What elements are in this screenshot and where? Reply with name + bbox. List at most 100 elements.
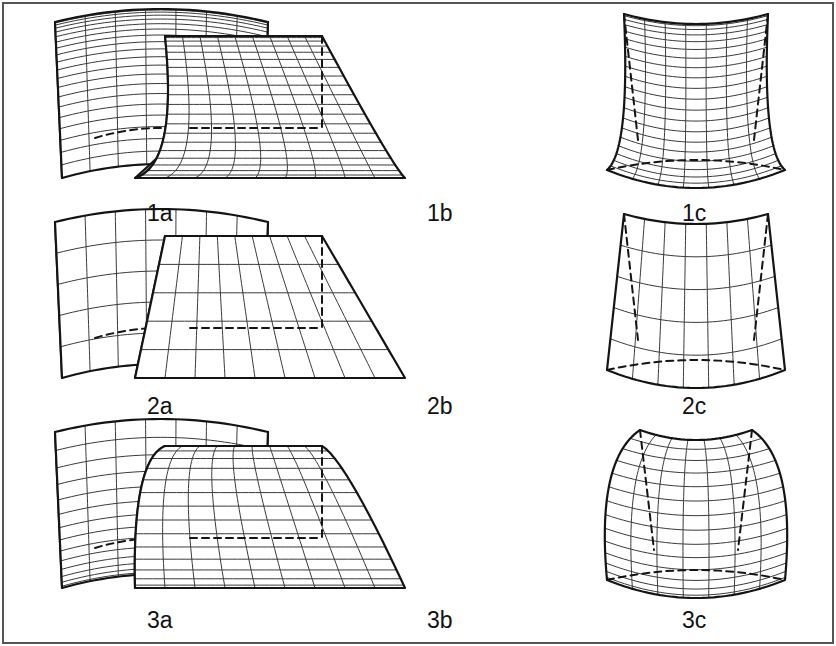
grid-line [165,41,324,42]
grid-line [165,236,182,378]
grid-line [135,559,392,560]
surface-fill [607,214,785,388]
grid-line [163,142,382,143]
grid-line [235,36,261,178]
grid-line [605,515,786,531]
shape-b [135,36,405,178]
grid-line [143,479,349,480]
grid-line [188,446,200,588]
grid-line [137,520,372,521]
grid-line [605,528,787,544]
grid-line [605,541,787,558]
panel-label-box: 3b [427,607,453,633]
panel-label: 2c [682,393,706,419]
grid-line [135,578,401,579]
grid-line [683,224,685,388]
shape-b [135,236,405,378]
grid-line [625,31,768,42]
grid-line [252,446,285,588]
figure-frame [3,3,833,643]
grid-line [270,446,315,588]
grid-line [138,506,364,507]
grid-line [625,47,767,58]
grid-line [624,25,767,35]
grid-line [152,164,395,165]
grid-line [683,24,686,188]
grid-line [623,118,769,132]
grid-line [622,128,770,142]
grid-line [160,150,386,151]
grid-line [147,321,372,322]
grid-line [287,446,345,588]
hidden-edge [738,430,752,550]
grid-line [158,450,328,451]
hidden-edge [607,360,785,370]
grid-line [163,446,183,588]
grid-line [270,36,316,178]
surface-fill [135,236,405,378]
grid-line [166,123,370,124]
grid-line [115,11,118,166]
hidden-edge [190,127,322,129]
grid-line [233,446,255,588]
grid-line [625,97,768,110]
grid-line [135,585,404,586]
hidden-edge [754,214,768,340]
panel-label-box: 1b [427,200,453,226]
grid-line [623,449,770,461]
grid-line [235,236,255,378]
grid-line [136,533,379,534]
grid-line [165,133,376,134]
shape-c [607,14,785,188]
grid-line [614,308,778,323]
hidden-edge [607,570,785,580]
grid-line [157,158,391,159]
grid-line [605,553,787,570]
grid-line [621,245,772,257]
grid-line [55,15,267,28]
grid-line [217,36,235,178]
grid-line [85,16,90,172]
shape-b [135,446,405,588]
panel-label-box: 3c [682,607,706,633]
grid-line [165,37,323,38]
grid-line [153,292,355,293]
grid-line [624,108,768,121]
grid-line [142,175,403,176]
panel-label: 3c [682,607,706,633]
grid-line [115,421,118,576]
surface-fill [135,36,405,178]
panel-label: 1b [427,200,453,226]
hidden-edge [321,236,323,328]
panel-label: 3b [427,607,453,633]
surface-outline [135,36,405,178]
panel-label: 2a [147,393,173,419]
hidden-edge [321,446,323,538]
grid-line [135,546,385,547]
grid-line [607,577,785,595]
grid-line [704,440,709,598]
hidden-edge [607,160,785,170]
grid-line [625,66,767,78]
hidden-edge [640,430,654,550]
grid-line [115,211,118,366]
grid-line [607,501,786,516]
surface-outline [607,14,785,188]
grid-line [168,76,344,77]
panel-label: 3a [147,607,173,633]
surface-outline [135,446,405,588]
grid-line [658,22,666,185]
grid-line [252,236,285,378]
grid-line [287,36,345,178]
grid-line [168,94,354,95]
grid-line [146,9,147,164]
grid-line [609,487,783,501]
panel-label-box: 2c [682,393,706,419]
panel-label-box: 1c [682,200,706,226]
grid-line [305,446,375,588]
grid-line [305,36,375,178]
grid-line [683,440,688,598]
